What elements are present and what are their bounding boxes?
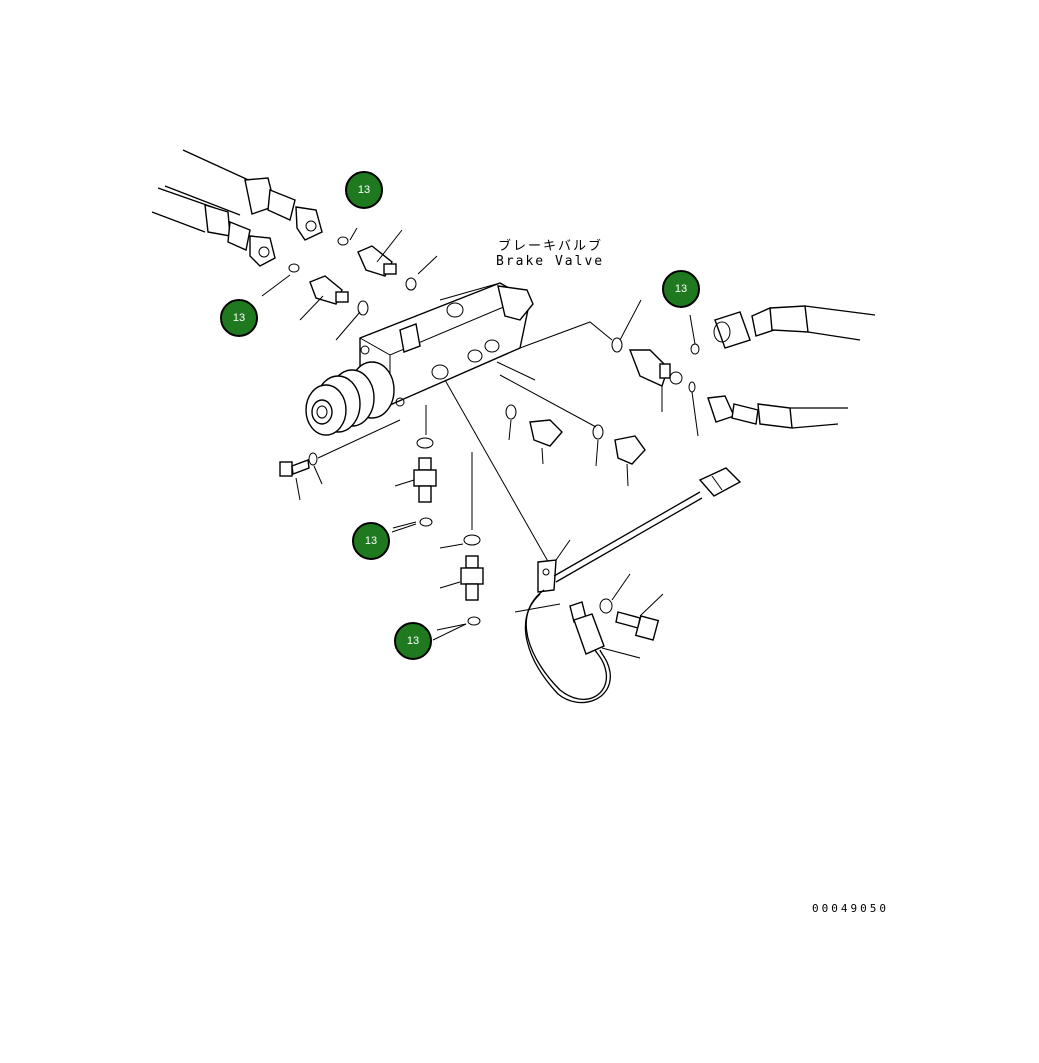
hose-upper-left-1 xyxy=(164,149,323,241)
washer xyxy=(308,452,318,466)
fitting-elbow-left xyxy=(309,275,349,305)
o-ring xyxy=(505,404,517,420)
o-ring xyxy=(337,236,349,246)
o-ring xyxy=(688,381,696,393)
callout-badge[interactable]: 13 xyxy=(352,522,390,560)
o-ring xyxy=(463,534,481,546)
sensor-bracket xyxy=(537,559,557,593)
fitting-elbow-upper xyxy=(357,245,397,277)
washer xyxy=(599,598,613,614)
plug-1 xyxy=(529,419,563,447)
connector-lower xyxy=(460,555,484,601)
tee-fitting-right xyxy=(628,349,683,387)
o-ring xyxy=(288,263,300,273)
hose-lower-right xyxy=(707,395,848,429)
sensor-wire-loop xyxy=(524,589,611,704)
o-ring xyxy=(690,343,700,355)
o-ring xyxy=(592,424,604,440)
wire-connector xyxy=(698,467,742,497)
o-ring xyxy=(416,437,434,449)
bolt-left xyxy=(279,459,310,477)
connector-upper xyxy=(413,457,437,503)
component-name-english: Brake Valve xyxy=(496,254,605,269)
hose-upper-right xyxy=(713,305,876,349)
component-name-japanese: ブレーキバルブ xyxy=(498,239,604,254)
figure-number: 00049050 xyxy=(812,902,889,915)
callout-badge[interactable]: 13 xyxy=(662,270,700,308)
brake-valve-plunger xyxy=(305,361,395,436)
o-ring xyxy=(611,337,623,353)
callout-badge[interactable]: 13 xyxy=(220,299,258,337)
plug-2 xyxy=(614,435,646,465)
brake-valve-body xyxy=(359,282,534,407)
o-ring xyxy=(405,277,417,291)
o-ring xyxy=(419,517,433,527)
o-ring xyxy=(467,616,481,626)
callout-badge[interactable]: 13 xyxy=(345,171,383,209)
o-ring xyxy=(357,300,369,316)
hose-upper-left-2 xyxy=(151,187,276,267)
callout-badge[interactable]: 13 xyxy=(394,622,432,660)
pressure-sensor xyxy=(569,601,605,655)
bolt-right xyxy=(615,611,660,641)
